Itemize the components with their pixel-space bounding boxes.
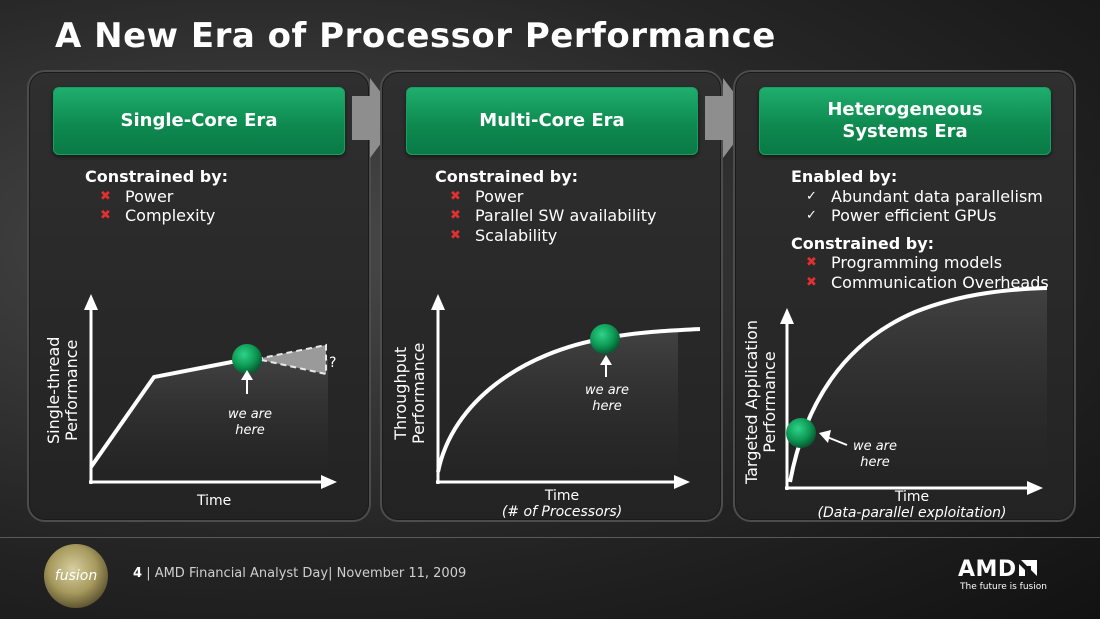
slide-title: A New Era of Processor Performance — [55, 16, 776, 56]
position-marker — [232, 344, 262, 374]
x-mark-icon: ✖ — [100, 208, 111, 223]
constraints-single-core: Constrained by: ✖Power ✖Complexity — [85, 167, 228, 226]
area-under-curve — [91, 359, 328, 482]
position-marker — [590, 324, 620, 354]
x-mark-icon: ✖ — [100, 188, 111, 204]
performance-curve — [436, 327, 701, 473]
connector-arrow-body — [705, 96, 725, 140]
list-item: ✖Communication Overheads — [806, 272, 1049, 292]
x-axis-label: Time — [544, 488, 580, 504]
enablers-constraints-heterogeneous: Enabled by: ✓Abundant data parallelism ✓… — [791, 167, 1049, 292]
check-mark-icon: ✓ — [806, 188, 817, 204]
era-header-single-core: Single-Core Era — [53, 87, 345, 155]
page-number: 4 — [133, 566, 143, 581]
uncertain-growth-cone — [256, 343, 327, 376]
section-heading: Enabled by: — [791, 167, 898, 186]
era-header-heterogeneous: Heterogeneous Systems Era — [759, 87, 1051, 155]
arrow-up-icon — [780, 308, 794, 324]
arrow-right-icon — [674, 475, 690, 489]
position-marker — [786, 418, 816, 448]
panel-multi-core: Multi-Core Era Constrained by: ✖Power ✖P… — [380, 70, 723, 522]
x-mark-icon: ✖ — [450, 227, 461, 243]
arrow-left-icon — [819, 430, 831, 443]
list-item: ✖Programming models — [806, 253, 1003, 272]
x-mark-icon: ✖ — [450, 208, 461, 223]
question-mark: ? — [329, 355, 337, 371]
list-item: ✖Parallel SW availability — [450, 206, 657, 225]
arrow-up-icon — [600, 355, 612, 365]
arrow-right-icon — [1027, 481, 1043, 495]
arrow-up-icon — [431, 294, 445, 310]
pointer-arrow — [826, 436, 848, 446]
section-heading: Constrained by: — [791, 233, 935, 253]
brand-tagline: The future is fusion — [960, 582, 1047, 592]
x-axis-label: Time — [197, 493, 232, 509]
list-item: ✖Power — [100, 186, 174, 206]
fusion-logo: fusion — [44, 544, 108, 608]
graph-single-core — [84, 294, 337, 489]
panel-heterogeneous: Heterogeneous Systems Era Enabled by: ✓A… — [733, 70, 1076, 522]
x-axis-label: Time — [894, 489, 930, 505]
amd-arrow-icon — [1018, 560, 1037, 576]
x-mark-icon: ✖ — [806, 255, 817, 270]
list-item: ✖Power — [450, 186, 524, 206]
footer-divider — [0, 537, 1100, 538]
section-heading: Constrained by: — [435, 167, 579, 186]
list-item: ✓Power efficient GPUs — [806, 206, 997, 225]
section-heading: Constrained by: — [85, 167, 229, 186]
graph-multi-core — [431, 294, 701, 489]
area-under-curve — [438, 332, 678, 482]
list-item: ✖Complexity — [100, 206, 216, 225]
x-axis-sublabel: (# of Processors) — [501, 504, 623, 520]
x-mark-icon: ✖ — [806, 274, 817, 290]
footer-text: 4 | AMD Financial Analyst Day| November … — [133, 566, 466, 581]
x-axis-sublabel: (Data-parallel exploitation) — [817, 505, 1007, 521]
arrow-right-icon — [321, 475, 337, 489]
amd-logo: AMD — [958, 557, 1037, 582]
arrow-up-icon — [241, 370, 253, 380]
graph-heterogeneous — [780, 286, 1048, 495]
x-mark-icon: ✖ — [450, 188, 461, 204]
check-mark-icon: ✓ — [806, 208, 817, 223]
list-item: ✓Abundant data parallelism — [806, 186, 1043, 206]
connector-arrow-body — [352, 96, 372, 140]
performance-curve — [89, 357, 248, 469]
list-item: ✖Scalability — [450, 225, 558, 245]
era-header-multi-core: Multi-Core Era — [406, 87, 698, 155]
panel-single-core: Single-Core Era Constrained by: ✖Power ✖… — [27, 70, 371, 522]
arrow-up-icon — [84, 294, 98, 310]
area-under-curve — [790, 288, 1047, 488]
event-info: | AMD Financial Analyst Day| November 11… — [146, 566, 467, 581]
constraints-multi-core: Constrained by: ✖Power ✖Parallel SW avai… — [435, 167, 656, 245]
